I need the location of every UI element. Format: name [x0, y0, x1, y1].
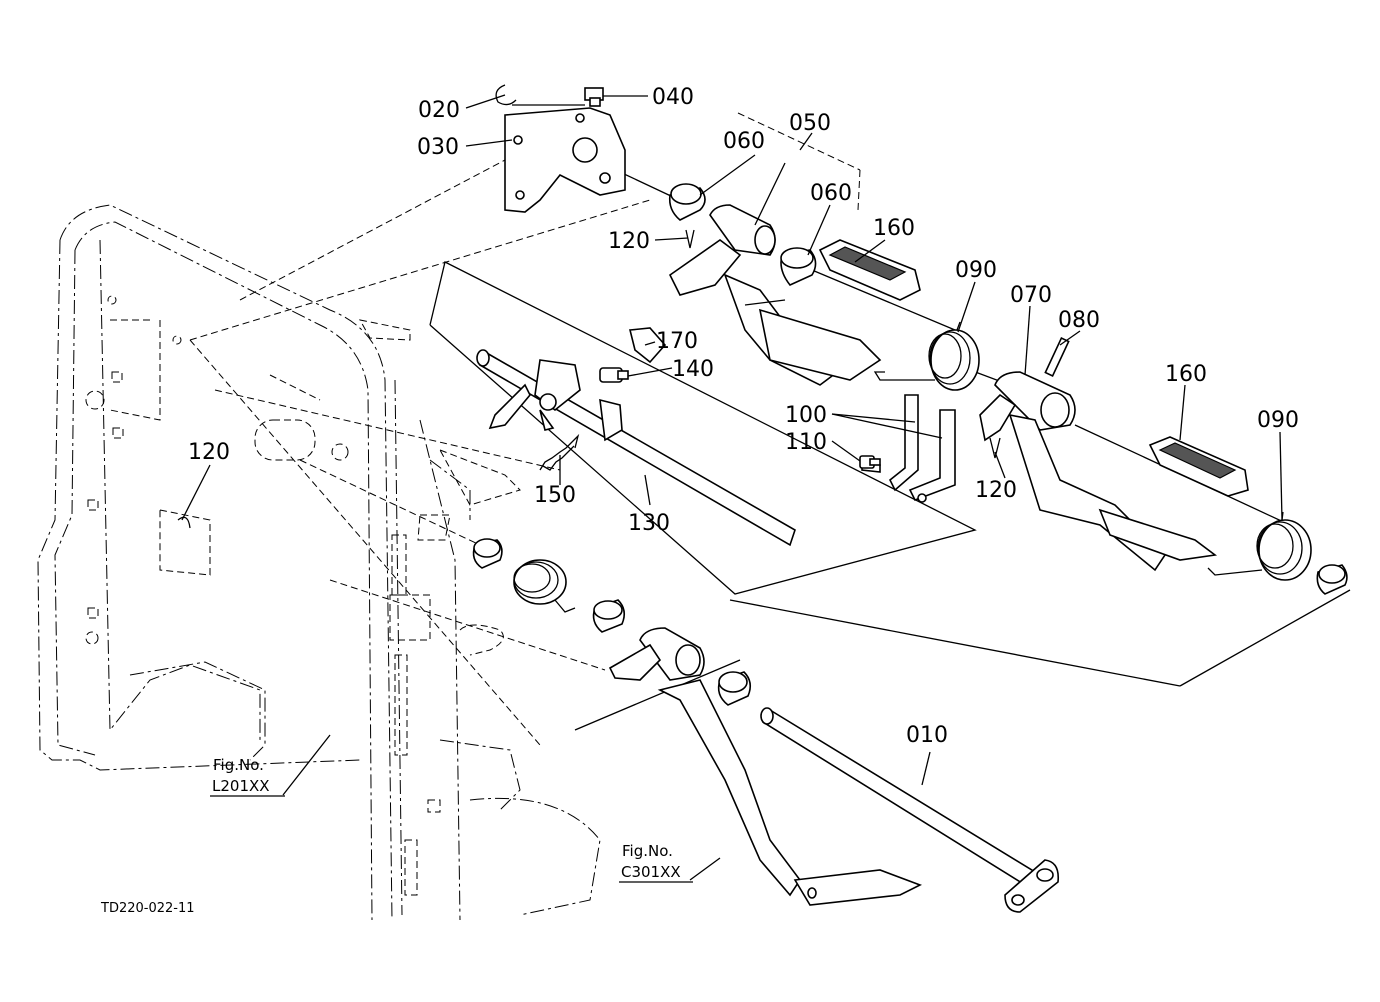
pedal-pad-left — [818, 239, 921, 301]
label-160-b: 160 — [1165, 362, 1207, 387]
label-120-a: 120 — [608, 229, 650, 254]
label-030: 030 — [417, 135, 459, 160]
end-bush — [1316, 564, 1348, 595]
label-050: 050 — [789, 111, 831, 136]
cross-shaft — [476, 349, 796, 547]
return-spring-2 — [1207, 511, 1312, 581]
part-labels: 020 030 040 050 060 060 120 160 090 070 … — [188, 85, 1299, 748]
fig-ref-bottom-title: Fig.No. — [622, 842, 673, 860]
pedal-bracket — [504, 107, 626, 213]
small-spring-150 — [539, 433, 580, 471]
label-070: 070 — [1010, 283, 1052, 308]
stopper-pad-170 — [628, 327, 667, 364]
drawing-code: TD220-022-11 — [100, 901, 195, 916]
bolt-140 — [599, 367, 629, 383]
label-120-c: 120 — [975, 478, 1017, 503]
lower-pedal — [608, 627, 922, 906]
fig-ref-left-title: Fig.No. — [213, 756, 264, 774]
pedal-pad-right — [1148, 436, 1249, 497]
label-080: 080 — [1058, 308, 1100, 333]
label-130: 130 — [628, 511, 670, 536]
label-120-b: 120 — [188, 440, 230, 465]
label-090-a: 090 — [955, 258, 997, 283]
cotter-pins — [177, 229, 1001, 529]
label-170: 170 — [656, 329, 698, 354]
label-060-b: 060 — [810, 181, 852, 206]
label-100: 100 — [785, 403, 827, 428]
pin-080 — [1044, 337, 1070, 377]
snap-ring — [495, 84, 585, 106]
pedal-arm-right — [979, 371, 1218, 572]
label-060-a: 060 — [723, 129, 765, 154]
link-plates — [861, 394, 956, 503]
label-090-b: 090 — [1257, 408, 1299, 433]
main-shaft — [760, 707, 1060, 913]
label-020: 020 — [418, 98, 460, 123]
label-110: 110 — [785, 430, 827, 455]
figure-reference-bottom: Fig.No. C301XX — [619, 842, 693, 883]
return-spring-1 — [873, 321, 980, 391]
fig-ref-left-code: L201XX — [212, 777, 270, 795]
lower-bushes — [472, 538, 752, 706]
bolt-110 — [859, 455, 881, 469]
label-160-a: 160 — [873, 216, 915, 241]
figure-reference-left: Fig.No. L201XX — [210, 756, 285, 797]
pedal-arm-left — [668, 204, 882, 386]
leader-lines — [181, 94, 1283, 881]
frame-panel — [37, 204, 601, 921]
lower-spring — [513, 559, 576, 613]
grease-nipple — [584, 87, 604, 107]
label-040: 040 — [652, 85, 694, 110]
assembly-guides — [189, 112, 1351, 746]
fig-ref-bottom-code: C301XX — [621, 863, 681, 881]
label-150: 150 — [534, 483, 576, 508]
label-140: 140 — [672, 357, 714, 382]
label-010: 010 — [906, 723, 948, 748]
